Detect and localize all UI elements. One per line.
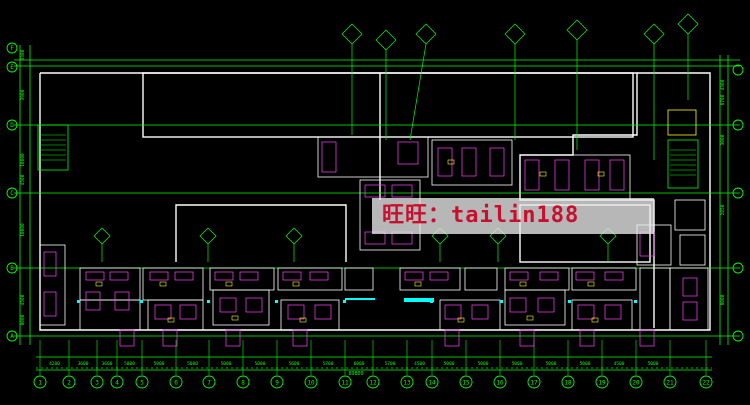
left-dimension: 4500: [20, 174, 26, 185]
axis-label: 16: [496, 380, 504, 387]
right-dimension: 8000: [720, 294, 726, 305]
row-label: E: [10, 64, 14, 71]
left-dimension: 8000: [20, 314, 26, 325]
axis-label: 9: [275, 380, 279, 387]
right-dimension: 8700: [720, 94, 726, 105]
bottom-dimension: 5000: [154, 361, 165, 367]
right-dimension: 3000: [720, 134, 726, 145]
row-label: F: [10, 45, 14, 52]
axis-bubbles: [6, 42, 744, 389]
left-dimension: 3300: [20, 49, 26, 60]
bottom-dimension: 4500: [614, 361, 625, 367]
bottom-total-dimension: 89800: [348, 371, 364, 377]
axis-label: 2: [67, 380, 71, 387]
bottom-dimension: 3600: [78, 361, 89, 367]
axis-label: 20: [632, 380, 640, 387]
bottom-dimension: 5000: [444, 361, 455, 367]
bottom-dimension: 4500: [414, 361, 425, 367]
row-label: D: [10, 122, 14, 129]
right-dimension: 2850: [720, 204, 726, 215]
row-label: A: [10, 333, 14, 340]
bottom-dimension: 5000: [221, 361, 232, 367]
furniture: [43, 141, 698, 347]
bottom-dimension: 5000: [187, 361, 198, 367]
axis-label: 17: [530, 380, 538, 387]
bottom-dimension: 6000: [354, 361, 365, 367]
stairwells: [37, 109, 699, 189]
bottom-dimension: 5000: [512, 361, 523, 367]
axis-label: 1: [38, 380, 42, 387]
bottom-dimension: 5000: [648, 361, 659, 367]
axis-label: 21: [666, 380, 674, 387]
columns: [77, 298, 637, 303]
axis-grid: [39, 340, 707, 375]
right-dimension: 4300: [720, 79, 726, 90]
axis-label: 6: [174, 380, 178, 387]
axis-label: 3: [95, 380, 99, 387]
axis-label: 7: [207, 380, 211, 387]
bottom-dimension: 3600: [102, 361, 113, 367]
bottom-dimension: 5700: [323, 361, 334, 367]
axis-label: 15: [462, 380, 470, 387]
axis-label: 14: [428, 380, 436, 387]
bottom-dimension: 5000: [478, 361, 489, 367]
axis-label: 4: [115, 380, 119, 387]
axis-label: 12: [369, 380, 377, 387]
bottom-dimension: 5000: [546, 361, 557, 367]
bottom-dimension: 5000: [255, 361, 266, 367]
stair-treads: [40, 134, 696, 176]
bottom-dimension: 5000: [580, 361, 591, 367]
bottom-dimension: 5000: [124, 361, 135, 367]
bottom-dimension: 5600: [289, 361, 300, 367]
watermark: 旺旺：tailin188: [372, 198, 654, 234]
axis-label: 13: [403, 380, 411, 387]
axis-label: 5: [140, 380, 144, 387]
bottom-dimension: 5700: [385, 361, 396, 367]
left-dimension: 4500: [20, 294, 26, 305]
left-dimension: 3900: [20, 89, 26, 100]
axis-label: 11: [341, 380, 349, 387]
row-label: B: [10, 265, 14, 272]
bottom-dimension: 4200: [49, 361, 60, 367]
left-dimension: 10000: [20, 153, 26, 167]
axis-label: 10: [307, 380, 315, 387]
light-fixtures: [95, 159, 605, 323]
section-callouts: [93, 13, 699, 262]
axis-label: 22: [702, 380, 710, 387]
axis-label: 19: [598, 380, 606, 387]
left-dimension: 10000: [20, 223, 26, 237]
axis-label: 8: [241, 380, 245, 387]
axis-label: 18: [564, 380, 572, 387]
row-label: C: [10, 190, 14, 197]
